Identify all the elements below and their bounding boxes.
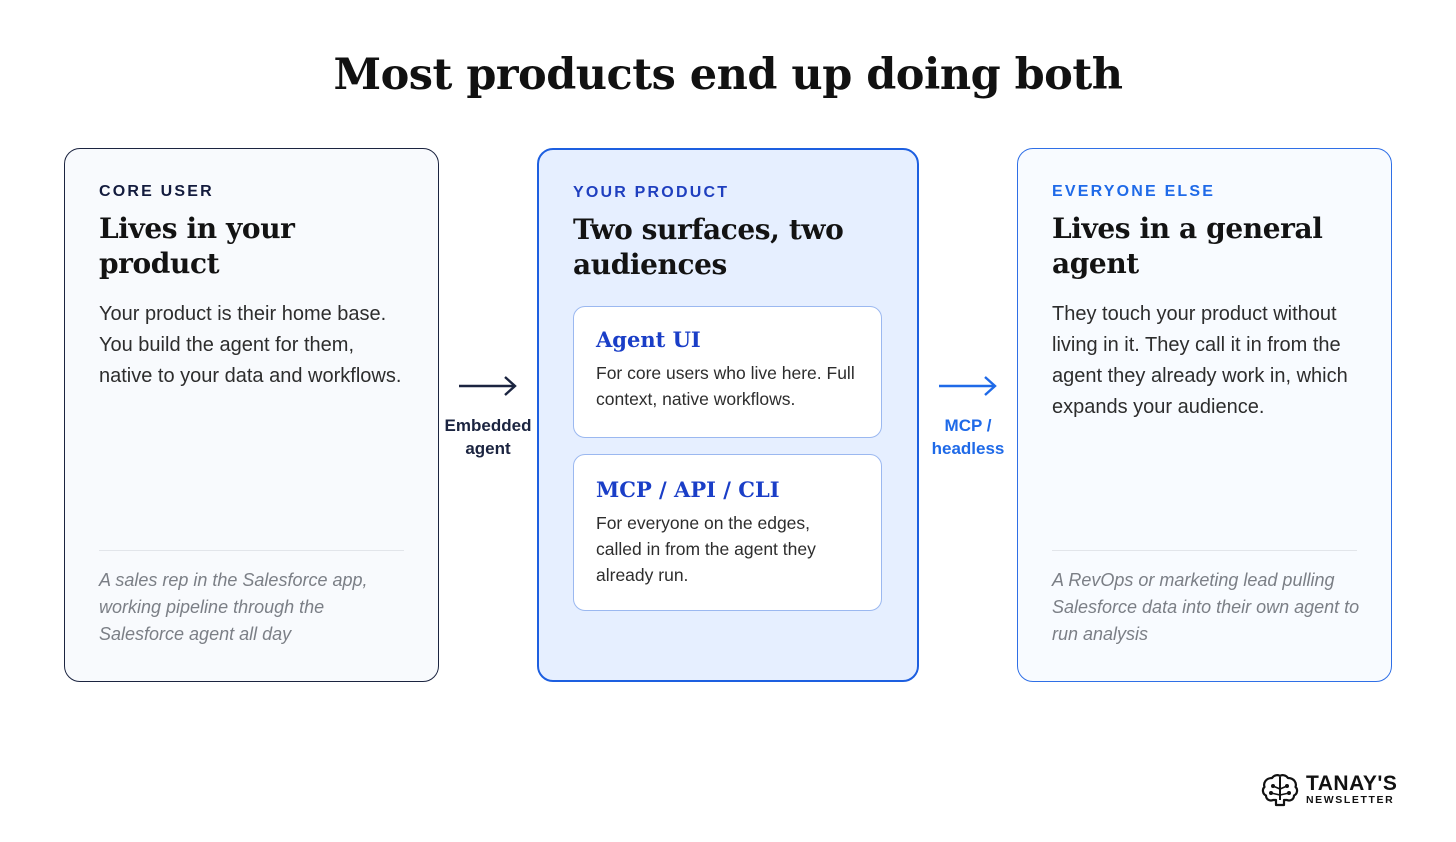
mcp-api-cli-body: For everyone on the edges, called in fro… bbox=[596, 513, 816, 585]
mcp-headless-connector: MCP / headless bbox=[920, 372, 1016, 460]
your-product-card: YOUR PRODUCT Two surfaces, two audiences… bbox=[537, 148, 919, 682]
agent-ui-title: Agent UI bbox=[596, 327, 701, 352]
everyone-else-card: EVERYONE ELSE Lives in a general agent T… bbox=[1017, 148, 1392, 682]
everyone-else-eyebrow: EVERYONE ELSE bbox=[1052, 183, 1216, 200]
embedded-agent-label: Embedded agent bbox=[444, 416, 532, 458]
core-user-heading: Lives in your product bbox=[99, 212, 295, 280]
core-user-body: Your product is their home base. You bui… bbox=[99, 303, 402, 387]
arrow-right-icon bbox=[939, 376, 997, 396]
arrow-right-icon bbox=[459, 376, 517, 396]
newsletter-logo: TANAY'S NEWSLETTER bbox=[1260, 770, 1400, 810]
core-user-card: CORE USER Lives in your product Your pro… bbox=[64, 148, 439, 682]
everyone-else-heading: Lives in a general agent bbox=[1052, 212, 1323, 280]
logo-name: TANAY'S bbox=[1306, 772, 1398, 795]
core-user-example: A sales rep in the Salesforce app, worki… bbox=[99, 570, 368, 644]
agent-ui-surface: Agent UI For core users who live here. F… bbox=[573, 306, 882, 438]
core-user-divider bbox=[99, 550, 404, 551]
page-title: Most products end up doing both bbox=[333, 50, 1124, 100]
everyone-else-example: A RevOps or marketing lead pulling Sales… bbox=[1052, 570, 1360, 644]
core-user-eyebrow: CORE USER bbox=[99, 183, 214, 200]
embedded-agent-connector: Embedded agent bbox=[440, 372, 536, 460]
mcp-headless-label: MCP / headless bbox=[931, 416, 1005, 458]
your-product-eyebrow: YOUR PRODUCT bbox=[573, 184, 730, 201]
everyone-else-body: They touch your product without living i… bbox=[1052, 303, 1348, 418]
your-product-heading: Two surfaces, two audiences bbox=[573, 213, 844, 281]
everyone-else-divider bbox=[1052, 550, 1357, 551]
lightbulb-brain-icon bbox=[1261, 774, 1299, 807]
mcp-api-cli-title: MCP / API / CLI bbox=[596, 477, 780, 502]
agent-ui-body: For core users who live here. Full conte… bbox=[596, 363, 855, 409]
mcp-api-cli-surface: MCP / API / CLI For everyone on the edge… bbox=[573, 454, 882, 611]
logo-subtitle: NEWSLETTER bbox=[1306, 794, 1395, 806]
